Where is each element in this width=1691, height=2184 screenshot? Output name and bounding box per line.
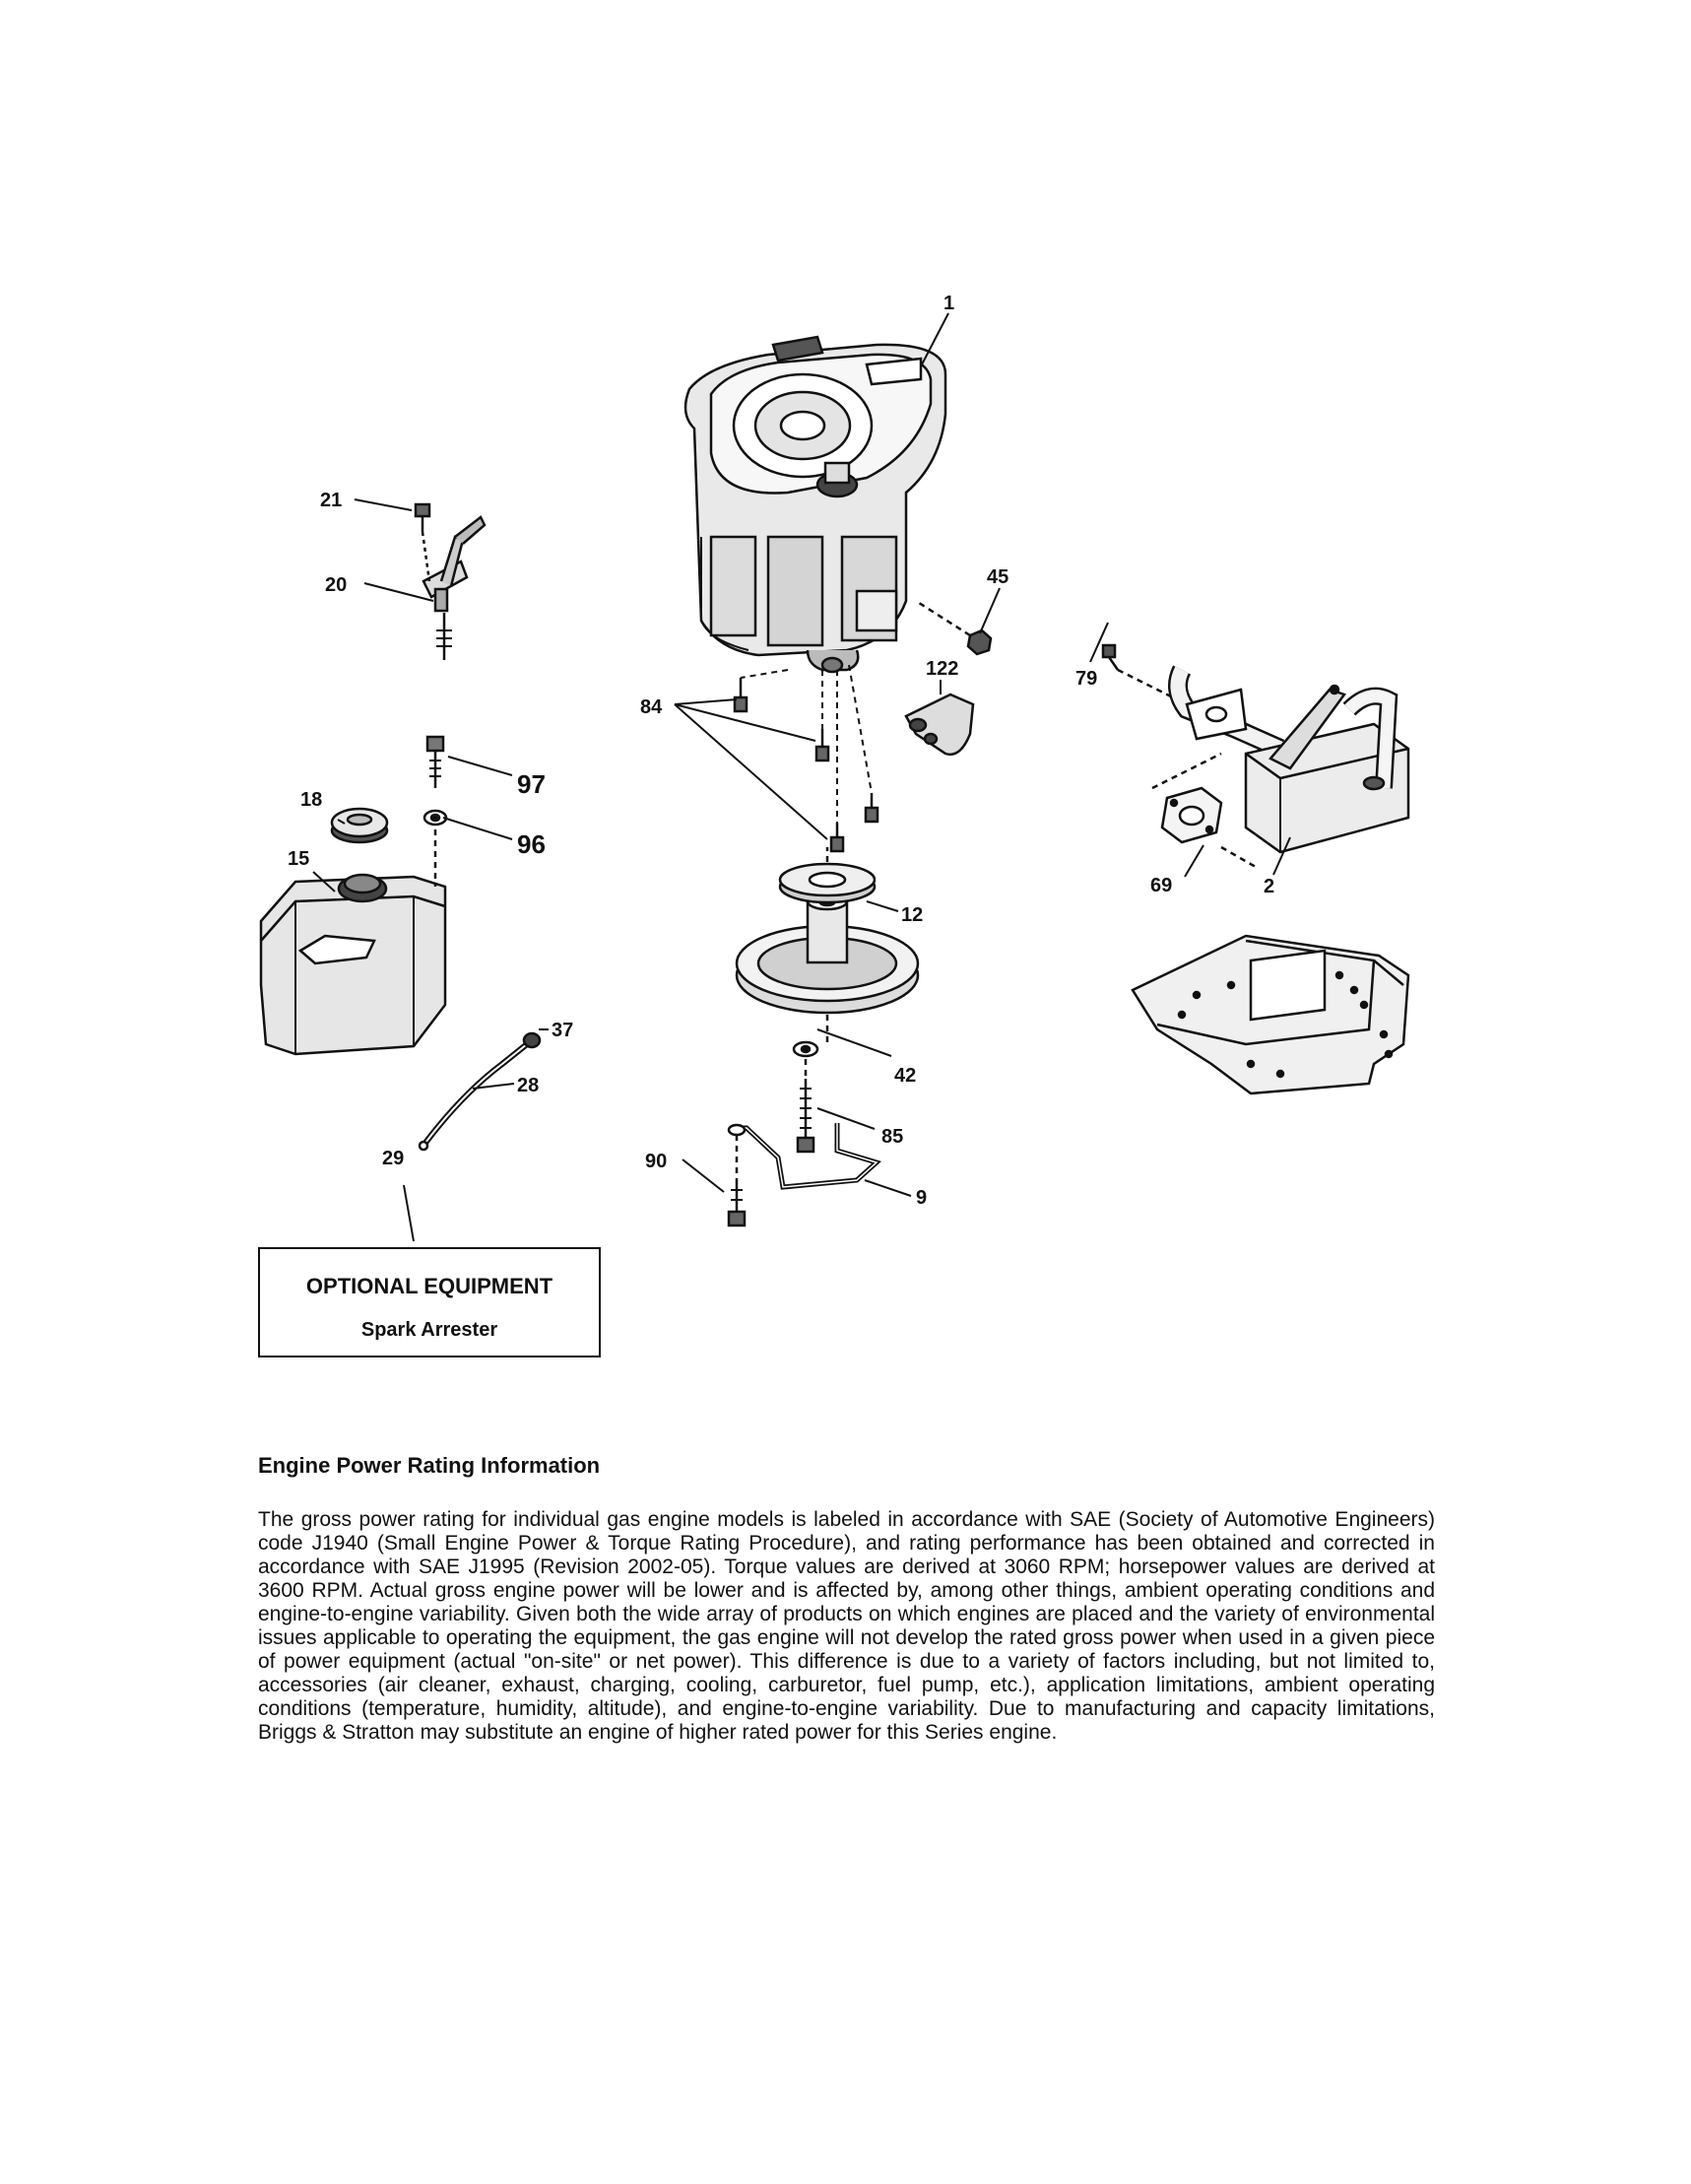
engine-assembly (683, 335, 947, 674)
part-label-96: 96 (517, 829, 546, 859)
bolt-84-a (733, 678, 748, 713)
part-label-2: 2 (1264, 876, 1274, 897)
bolt-90 (727, 1182, 747, 1227)
nut-45 (915, 599, 993, 656)
part-label-42: 42 (894, 1065, 916, 1087)
part-label-1: 1 (943, 293, 954, 314)
washer-96 (423, 809, 448, 887)
part-label-97: 97 (517, 769, 546, 799)
engine-mount-plate (1131, 934, 1410, 1095)
exhaust-gasket (1151, 752, 1257, 869)
throttle-control (422, 515, 487, 660)
bolt-84-b (814, 729, 830, 762)
part-label-90: 90 (645, 1151, 667, 1172)
fuel-cap (330, 807, 389, 844)
engine-parts-diagram: 1 21 20 45 79 122 84 97 18 96 15 69 2 12… (259, 293, 1410, 1242)
part-label-29: 29 (382, 1148, 404, 1169)
part-label-69: 69 (1150, 875, 1172, 896)
section-heading: Engine Power Rating Information (258, 1453, 601, 1478)
belt-guide (727, 1123, 881, 1190)
spacer-122 (904, 693, 975, 757)
fuel-tank (259, 873, 447, 1056)
bolt-84-d (829, 823, 845, 853)
pulley (735, 847, 920, 1044)
optional-equipment-title: OPTIONAL EQUIPMENT (305, 1274, 553, 1298)
optional-equipment-box: OPTIONAL EQUIPMENT Spark Arrester (258, 1247, 601, 1357)
fuel-line (418, 1041, 529, 1152)
part-label-79: 79 (1075, 668, 1097, 690)
part-label-9: 9 (916, 1187, 927, 1209)
part-label-45: 45 (987, 566, 1008, 588)
part-label-85: 85 (881, 1126, 903, 1148)
part-label-15: 15 (288, 848, 309, 870)
washer-42 (792, 1040, 819, 1079)
bolt-21 (414, 502, 431, 582)
part-label-84: 84 (640, 696, 663, 718)
bolt-85 (796, 1079, 815, 1154)
leader-lines (312, 312, 1291, 1242)
part-label-122: 122 (926, 658, 958, 680)
part-label-12: 12 (901, 904, 923, 926)
muffler (1168, 665, 1410, 854)
screw-97 (425, 735, 445, 788)
part-label-21: 21 (320, 490, 342, 511)
bolt-79 (1101, 643, 1198, 711)
part-label-20: 20 (325, 574, 347, 596)
part-label-28: 28 (517, 1075, 539, 1096)
part-label-37: 37 (552, 1020, 573, 1041)
engine-power-rating-section: Engine Power Rating Information The gros… (258, 1453, 1435, 1745)
spark-arrester-label: Spark Arrester (360, 1319, 498, 1341)
part-label-18: 18 (300, 789, 322, 811)
hose-clamp (522, 1031, 542, 1049)
bolt-84-c (864, 793, 879, 824)
section-body: The gross power rating for individual ga… (258, 1508, 1435, 1744)
bolt-84-guides (740, 664, 873, 823)
